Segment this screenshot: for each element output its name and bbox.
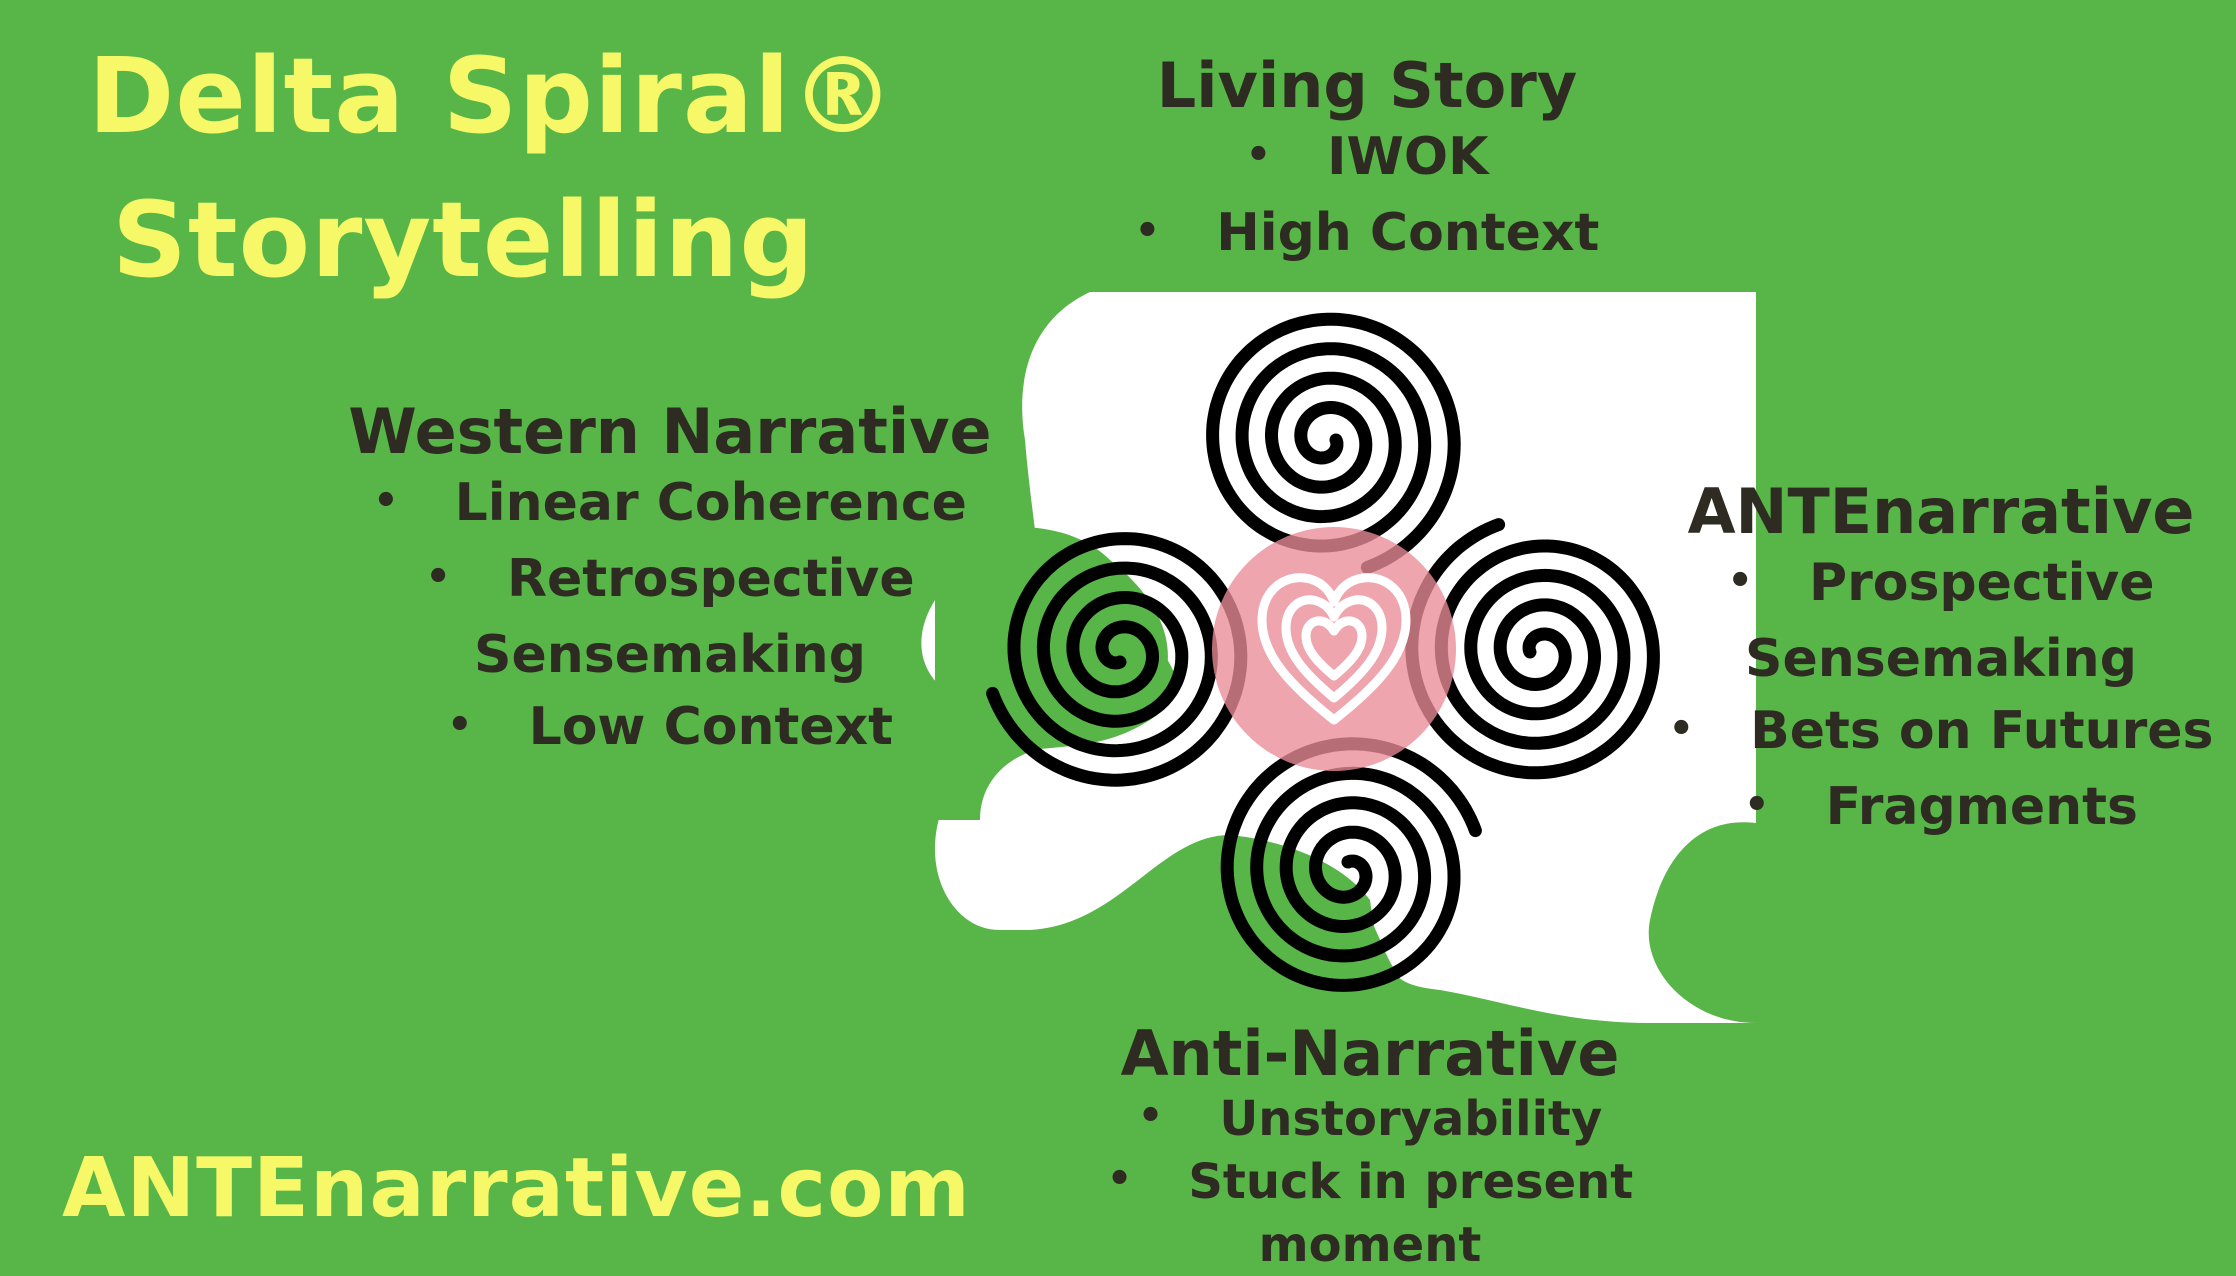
antenarrative-item: Prospective <box>1656 547 2226 623</box>
western-narrative-item: Sensemaking <box>474 625 866 686</box>
antenarrative-item: Sensemaking <box>1745 629 2137 690</box>
antenarrative-item: Bets on Futures <box>1656 695 2226 771</box>
living-story-heading: Living Story <box>1156 49 1578 122</box>
spiral-group <box>986 312 1660 992</box>
spiral-icon-left <box>986 532 1248 787</box>
website-link[interactable]: ANTEnarrative.com <box>62 1141 971 1236</box>
antenarrative-item: Fragments <box>1656 771 2226 847</box>
living-story-item: IWOK <box>1082 121 1652 197</box>
anti-narrative-block: Anti-Narrative Unstoryability Stuck in p… <box>1100 1018 1640 1275</box>
western-narrative-item: Low Context <box>320 691 1020 767</box>
anti-narrative-heading: Anti-Narrative <box>1120 1017 1620 1090</box>
western-narrative-item: Retrospective <box>320 543 1020 619</box>
spiral-icon-right <box>1405 518 1660 780</box>
title-line-2: Storytelling <box>112 179 815 301</box>
anti-narrative-item: Unstoryability <box>1100 1089 1640 1152</box>
western-narrative-item: Linear Coherence <box>320 467 1020 543</box>
antenarrative-heading: ANTEnarrative <box>1687 475 2195 548</box>
heart-glow <box>1212 527 1456 771</box>
anti-narrative-item: moment <box>1258 1217 1482 1274</box>
western-narrative-heading: Western Narrative <box>348 395 992 468</box>
heart-icon <box>1257 573 1411 725</box>
title-line-1: Delta Spiral® <box>88 35 896 157</box>
anti-narrative-item: Stuck in present <box>1100 1152 1640 1215</box>
spiral-icon-bottom <box>1220 737 1482 992</box>
spiral-icon-top <box>1206 312 1461 574</box>
western-narrative-block: Western Narrative Linear Coherence Retro… <box>320 396 1020 767</box>
antenarrative-block: ANTEnarrative Prospective Sensemaking Be… <box>1656 476 2226 847</box>
living-story-block: Living Story IWOK High Context <box>1082 50 1652 273</box>
living-story-item: High Context <box>1082 197 1652 273</box>
